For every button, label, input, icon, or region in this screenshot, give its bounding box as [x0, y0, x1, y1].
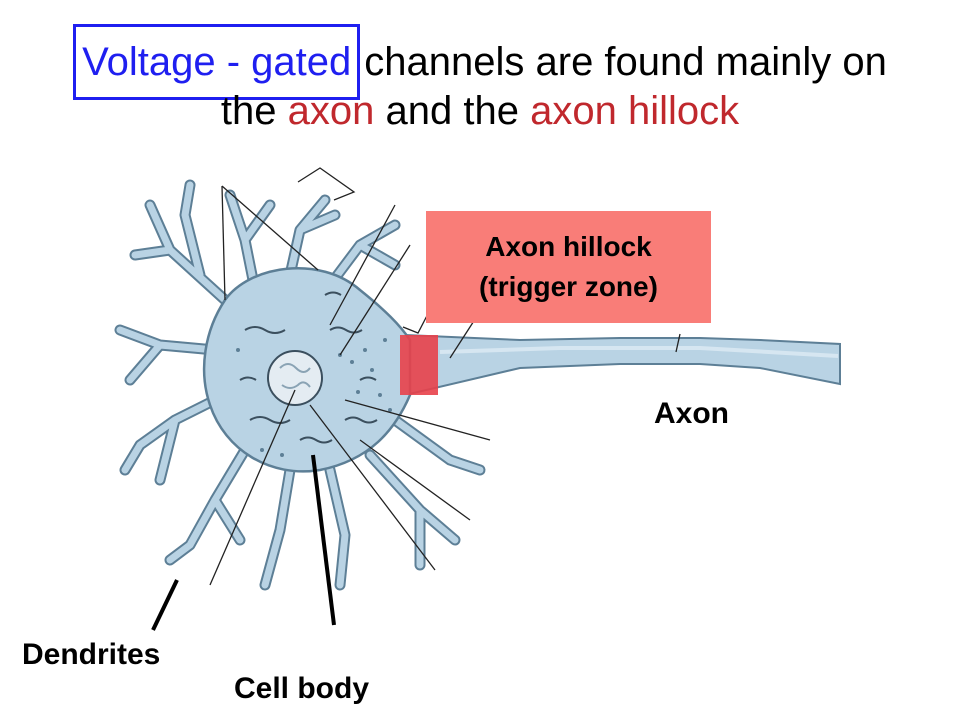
label-pointers [151, 454, 336, 631]
title-term-axon: axon [287, 89, 375, 133]
title-line-2-prefix: the [220, 89, 277, 133]
title-line-2-middle: and the [385, 89, 519, 133]
axon-hillock-callout: Axon hillock (trigger zone) [426, 211, 711, 323]
voltage-gated-boxed-text: Voltage - gated [73, 24, 361, 100]
cell-body-label: Cell body [234, 672, 370, 705]
dendrites-label: Dendrites [22, 638, 161, 671]
title-line-2: the axon and the axon hillock [0, 84, 960, 138]
title-line-1-rest: channels are found mainly on [364, 40, 887, 84]
trigger-zone-label: (trigger zone) [479, 271, 658, 302]
organelles [239, 291, 378, 444]
nucleus [267, 350, 323, 406]
axon-label: Axon [654, 397, 729, 430]
trigger-zone-band [400, 335, 438, 395]
vesicles [236, 338, 392, 457]
title-term-axon-hillock: axon hillock [530, 89, 740, 133]
axon [404, 333, 841, 397]
leader-lines [209, 185, 681, 586]
axon-hillock-label: Axon hillock [485, 231, 652, 262]
